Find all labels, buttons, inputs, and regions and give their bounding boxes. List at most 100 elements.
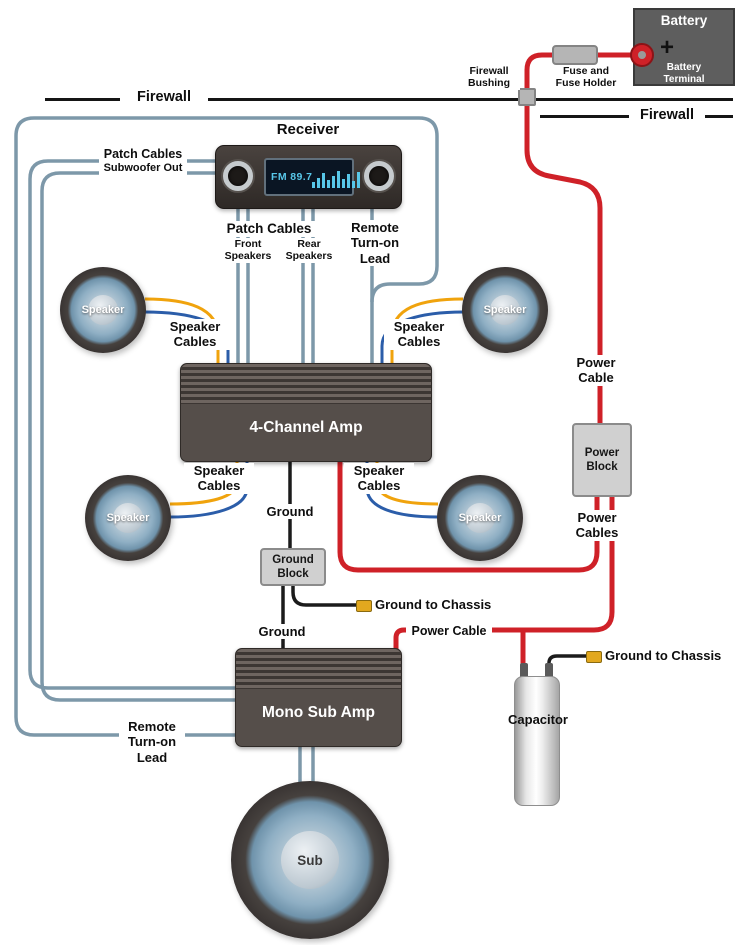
firewall-label-right: Firewall [629,107,705,125]
sub-center-cap [281,831,339,889]
label-line: Firewall [469,65,509,77]
ground-wire-to-chassis [291,580,358,607]
label-line: Ground [272,553,314,566]
ground-block: Ground Block [260,548,326,586]
front-right-speaker: Speaker [462,267,548,353]
mono-sub-amp: Mono Sub Amp [235,648,402,747]
tuning-knob-icon[interactable] [364,161,394,191]
front-left-speaker: Speaker [60,267,146,353]
main-power-cable [524,52,648,430]
rear-speakers-label: Rear Speakers [281,238,337,263]
label-line: Subwoofer Out [103,161,183,174]
ground-label-upper: Ground [262,504,318,520]
remote-turn-on-label-bottom: Remote Turn-on Lead [119,719,185,765]
firewall-bushing-label: Firewall Bushing [458,65,520,90]
label-line: Front [234,238,262,250]
label-line: Lead [136,749,168,765]
fuse-holder [552,45,598,65]
speaker-label: Speaker [106,512,150,524]
speaker-label: Speaker [458,512,502,524]
ground-to-chassis-label-mid: Ground to Chassis [374,597,526,613]
mono-sub-amp-label: Mono Sub Amp [261,704,376,721]
patch-cables-label: Patch Cables [222,221,316,237]
label-line: Speakers [224,250,272,263]
terminal-hole [638,51,646,59]
power-block: Power Block [572,423,632,497]
receiver-display: FM 89.7 [264,158,361,196]
speaker-center-cap [465,503,495,533]
chassis-connector-icon [586,651,602,663]
four-channel-amp: 4-Channel Amp [180,363,432,462]
power-cable-to-mono-amp [393,490,615,655]
capacitor-positive-terminal [520,663,528,679]
label-line: Cables [575,525,619,541]
label-line: Cables [357,478,401,494]
heatsink-fins [181,364,431,404]
speaker-label: Speaker [483,304,527,316]
sub-label: Sub [297,852,323,868]
label-line: Speaker [193,463,245,478]
label-line: Fuse and [562,65,610,77]
battery-label: Battery [660,13,708,28]
speaker-cables-label-br: Speaker Cables [344,463,414,494]
battery: Battery + Battery Terminal [630,8,735,86]
receiver: FM 89.7 [215,145,402,209]
label-line: Power [577,510,617,525]
four-channel-amp-label: 4-Channel Amp [249,419,363,436]
receiver-label: Receiver [262,121,354,139]
speaker-center-cap [490,295,520,325]
label-line: Speaker [353,463,405,478]
label-line: Rear [297,238,321,250]
speaker-cables-label-bl: Speaker Cables [184,463,254,494]
label-line: Speaker [393,319,445,334]
fuse-holder-label: Fuse and Fuse Holder [543,65,629,90]
speaker-cables-label-tr: Speaker Cables [384,319,454,350]
label-line: Turn-on [350,235,400,251]
spectrum-bars-icon [312,166,361,188]
battery-plus-sign: + [660,34,675,61]
label-line: Remote [128,719,176,734]
firewall-line-top [45,98,733,101]
label-line: Cables [173,334,217,350]
firewall-bushing [518,88,536,106]
capacitor-ground-wire [547,654,588,672]
ground-label-lower: Ground [254,624,310,640]
battery-terminal-icon [630,43,654,67]
label-line: Fuse Holder [555,77,617,90]
label-line: Block [586,461,618,473]
remote-turn-on-loop-wire [14,116,439,737]
power-cable-label-mono: Power Cable [406,624,492,639]
ground-to-chassis-label-right: Ground to Chassis [604,648,750,664]
label-line: Power [576,355,616,370]
subwoofer: Sub [231,781,389,939]
label-line: Cables [397,334,441,350]
power-cable-to-4ch-amp [337,455,600,573]
subwoofer-out-label: Patch Cables Subwoofer Out [99,147,187,175]
label-line: Battery [666,62,702,73]
firewall-label-left: Firewall [120,89,208,107]
label-line: Cables [197,478,241,494]
label-line: Remote [351,220,399,235]
speaker-cables-label-tl: Speaker Cables [160,319,230,350]
subwoofer-patch-cable-2 [40,171,245,702]
label-line: Speakers [285,250,333,263]
capacitor-body [514,676,560,806]
label-line: Block [277,568,309,580]
speaker-label: Speaker [81,304,125,316]
power-cables-label: Power Cables [563,510,631,541]
speaker-center-cap [88,295,118,325]
label-line: Patch Cables [103,147,183,161]
rear-left-speaker: Speaker [85,475,171,561]
label-line: Speaker [169,319,221,334]
label-line: Bushing [468,77,510,90]
label-line: Turn-on [127,734,177,750]
label-line: Lead [359,250,391,266]
capacitor-label: Capacitor [508,712,568,727]
capacitor-negative-terminal [545,663,553,679]
volume-knob-icon[interactable] [223,161,253,191]
frequency-readout: FM 89.7 [271,171,313,183]
chassis-connector-icon [356,600,372,612]
front-speakers-label: Front Speakers [220,238,276,263]
rear-right-speaker: Speaker [437,475,523,561]
